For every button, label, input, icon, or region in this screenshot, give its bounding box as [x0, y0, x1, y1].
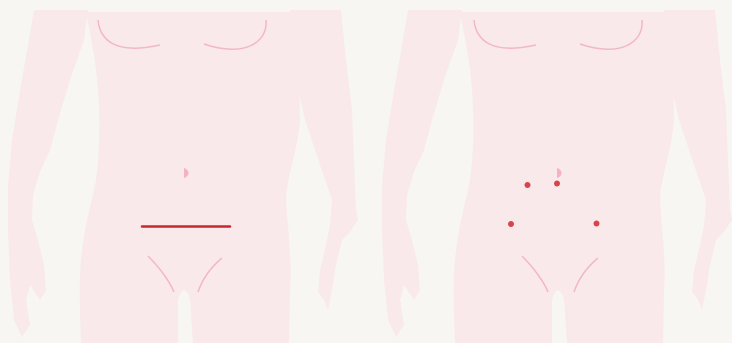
- port-dot: [554, 181, 560, 187]
- right-figure-left-arm: [382, 10, 462, 337]
- left-body-figure: [8, 10, 358, 343]
- right-figure-torso: [454, 12, 674, 343]
- right-body-figure: [382, 10, 732, 343]
- right-figure-right-arm: [664, 10, 732, 310]
- left-figure-left-arm: [8, 10, 88, 337]
- port-dot: [508, 221, 514, 227]
- port-dot: [594, 221, 600, 227]
- port-dot: [525, 182, 531, 188]
- left-figure-right-arm: [290, 10, 358, 310]
- left-figure-torso: [80, 12, 300, 343]
